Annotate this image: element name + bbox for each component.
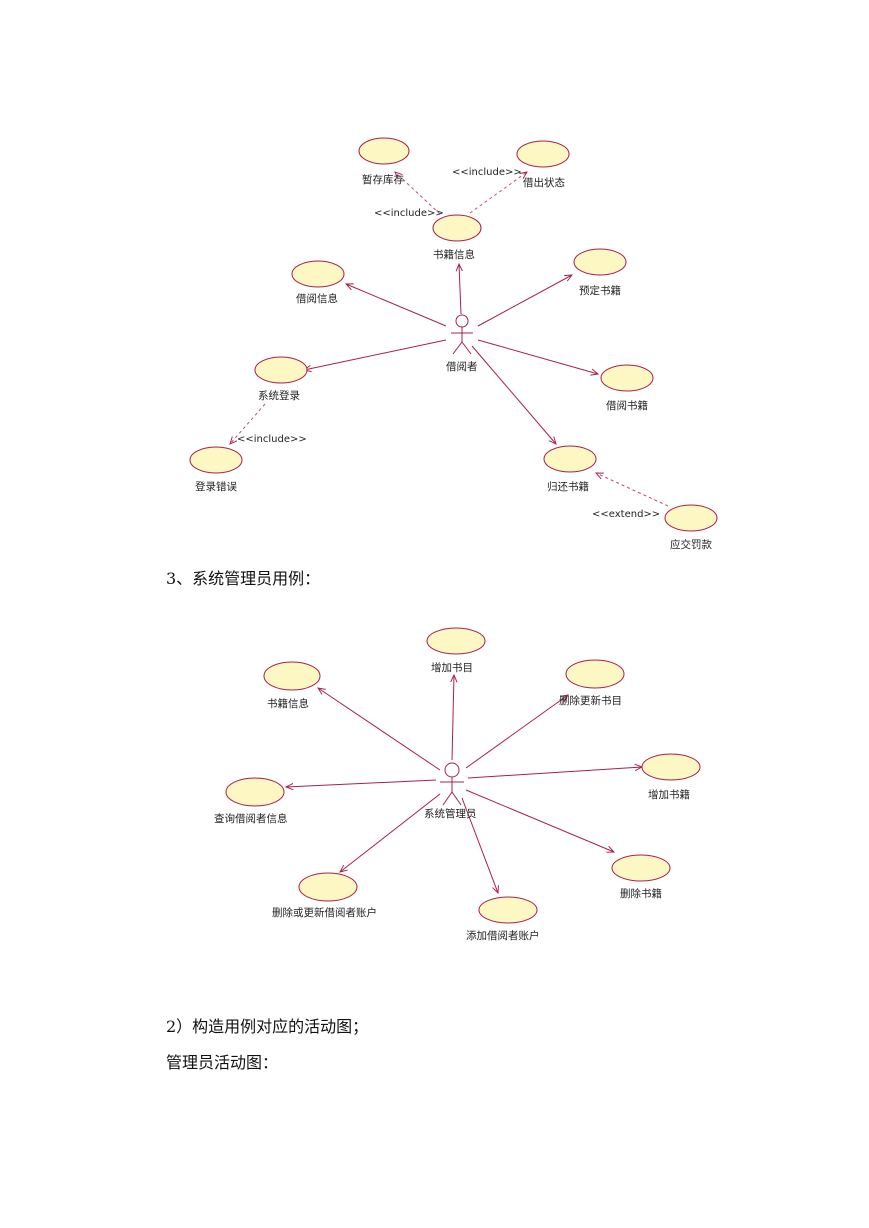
use-case-add-book[interactable] <box>641 753 701 781</box>
use-case-reserve-book-label: 预定书籍 <box>579 284 621 297</box>
assoc-book-info <box>459 264 461 315</box>
use-case-return-book-label: 归还书籍 <box>547 480 589 493</box>
use-case-delete-update-account-label: 删除或更新借阅者账户 <box>272 906 377 919</box>
assoc-add-catalog <box>452 675 454 761</box>
assoc-borrow-book <box>477 339 598 374</box>
heading-activity-diagram: 2）构造用例对应的活动图； <box>166 1017 369 1036</box>
use-case-add-book-label: 增加书籍 <box>648 788 690 801</box>
use-case-book-info-2-label: 书籍信息 <box>267 697 309 710</box>
assoc-delete-update-catalog <box>465 695 568 769</box>
borrower-use-case-diagram: <<include>> <<include>> <<include>> <<ex… <box>189 137 718 551</box>
use-case-book-info-2[interactable] <box>263 661 321 691</box>
assoc-query-borrower <box>286 779 437 787</box>
actor-borrower[interactable] <box>451 314 473 355</box>
assoc-delete-update-account <box>340 793 441 872</box>
include-label-3: <<include>> <box>237 434 307 445</box>
use-case-add-catalog-label: 增加书目 <box>431 661 473 674</box>
include-link-lend-status <box>469 172 527 214</box>
use-case-borrow-book[interactable] <box>600 364 654 392</box>
use-case-lend-status[interactable] <box>516 140 570 168</box>
use-case-lend-status-label: 借出状态 <box>523 176 565 189</box>
admin-activity-diagram-title: 管理员活动图： <box>166 1053 279 1072</box>
include-label-2: <<include>> <box>374 208 444 219</box>
actor-borrower-label: 借阅者 <box>446 360 478 373</box>
use-case-add-account[interactable] <box>478 896 538 924</box>
use-case-system-login-label: 系统登录 <box>258 389 300 402</box>
use-case-delete-book-label: 删除书籍 <box>620 887 662 900</box>
assoc-borrow-info <box>346 284 447 327</box>
assoc-delete-book <box>465 789 614 852</box>
heading-system-admin-use-cases: 3、系统管理员用例： <box>166 569 321 588</box>
actor-system-admin[interactable] <box>440 762 464 806</box>
include-link-login-error <box>230 403 266 444</box>
include-label-1: <<include>> <box>452 167 522 178</box>
extend-link-pay-fine <box>596 473 669 507</box>
include-link-temp-stock <box>395 172 441 215</box>
use-case-delete-update-account[interactable] <box>298 872 358 902</box>
use-case-add-account-label: 添加借阅者账户 <box>466 929 540 942</box>
use-case-delete-update-catalog-label: 删除更新书目 <box>559 694 622 707</box>
use-case-pay-fine-label: 应交罚款 <box>670 538 712 551</box>
use-case-query-borrower-label: 查询借阅者信息 <box>214 812 288 825</box>
use-case-temp-stock-label: 暂存库存 <box>362 173 404 186</box>
use-case-system-login[interactable] <box>254 356 308 384</box>
use-case-login-error[interactable] <box>189 446 243 474</box>
use-case-book-info-label: 书籍信息 <box>433 248 475 261</box>
assoc-reserve-book <box>477 275 572 327</box>
use-case-login-error-label: 登录错误 <box>195 480 237 493</box>
use-case-delete-book[interactable] <box>611 854 671 882</box>
use-case-query-borrower[interactable] <box>225 777 285 807</box>
admin-use-case-diagram: 系统管理员 增加书目 书籍信息 删除更新书目 增加书籍 查询借阅者信息 删除书籍… <box>214 627 701 942</box>
assoc-system-login <box>304 339 447 370</box>
assoc-book-info-2 <box>318 688 441 771</box>
use-case-return-book[interactable] <box>543 445 597 473</box>
use-case-temp-stock[interactable] <box>358 137 410 165</box>
assoc-add-book <box>467 767 642 779</box>
assoc-add-account <box>461 797 498 893</box>
use-case-borrow-info[interactable] <box>291 260 345 288</box>
extend-label: <<extend>> <box>592 509 660 520</box>
use-case-book-info[interactable] <box>432 214 482 242</box>
use-case-delete-update-catalog[interactable] <box>565 659 625 689</box>
use-case-reserve-book[interactable] <box>573 248 627 276</box>
use-case-add-catalog[interactable] <box>426 627 486 655</box>
assoc-return-book <box>471 345 556 444</box>
use-case-pay-fine[interactable] <box>664 504 718 532</box>
use-case-borrow-info-label: 借阅信息 <box>296 292 338 305</box>
use-case-borrow-book-label: 借阅书籍 <box>606 399 648 412</box>
actor-system-admin-label: 系统管理员 <box>424 807 477 820</box>
